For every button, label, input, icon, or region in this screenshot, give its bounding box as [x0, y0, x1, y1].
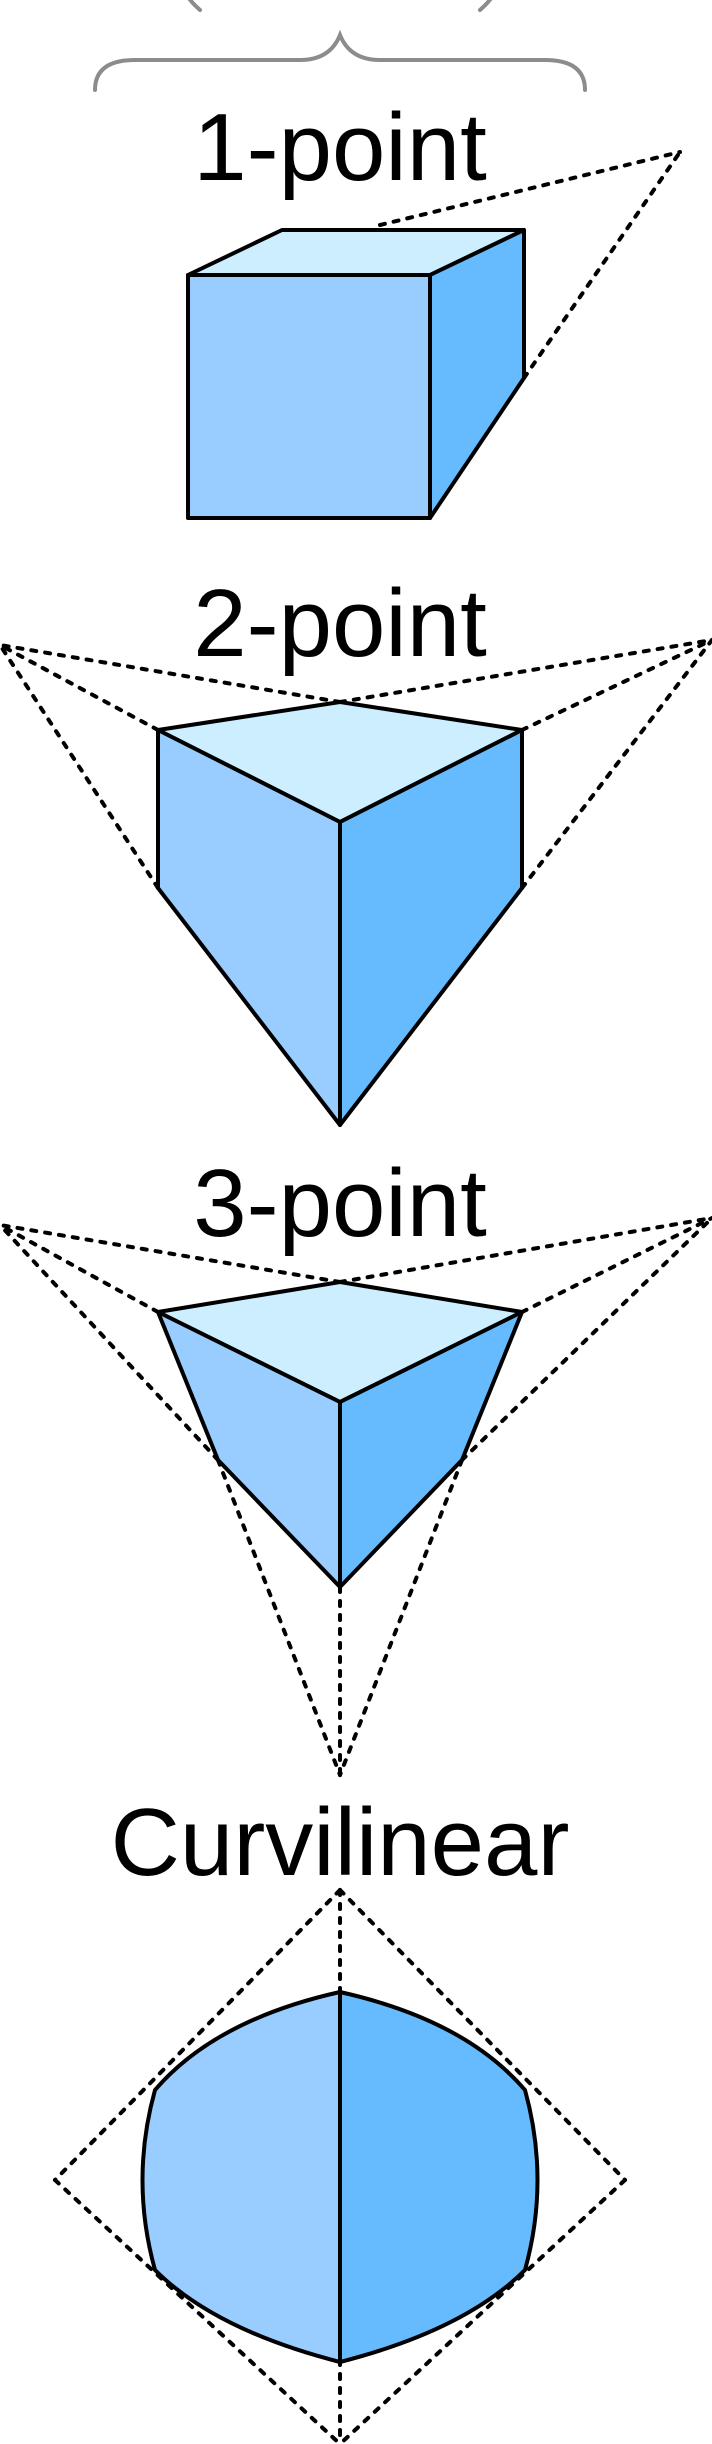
cube-right-face [338, 728, 524, 1127]
three-point-section: 3-point [0, 1150, 712, 1777]
one-point-cube [186, 228, 526, 520]
cube-front-face [186, 273, 432, 520]
two-point-section: 2-point [0, 570, 712, 1127]
cube-left-face [140, 1990, 342, 2364]
three-point-guides [0, 1216, 712, 1777]
bracket-left-arc [187, 0, 202, 12]
two-point-cube [156, 700, 524, 1127]
two-point-guides [0, 638, 712, 890]
three-point-cube [156, 1280, 524, 1589]
cube-right-face [338, 1310, 524, 1589]
curvilinear-cube [140, 1990, 540, 2364]
cube-right-face [338, 1990, 540, 2364]
two-point-label: 2-point [193, 570, 487, 677]
one-point-guides [378, 150, 682, 380]
curvilinear-section: Curvilinear [53, 1789, 627, 2444]
curvilinear-label: Curvilinear [111, 1789, 570, 1896]
one-point-section: 1-point [186, 94, 682, 520]
cube-side-face [428, 228, 526, 520]
one-point-label: 1-point [193, 94, 487, 201]
top-brace [93, 0, 587, 92]
brace-curve [93, 29, 587, 92]
curvilinear-guides [53, 1888, 627, 2444]
three-point-label: 3-point [193, 1150, 487, 1257]
bracket-right-arc [478, 0, 493, 12]
